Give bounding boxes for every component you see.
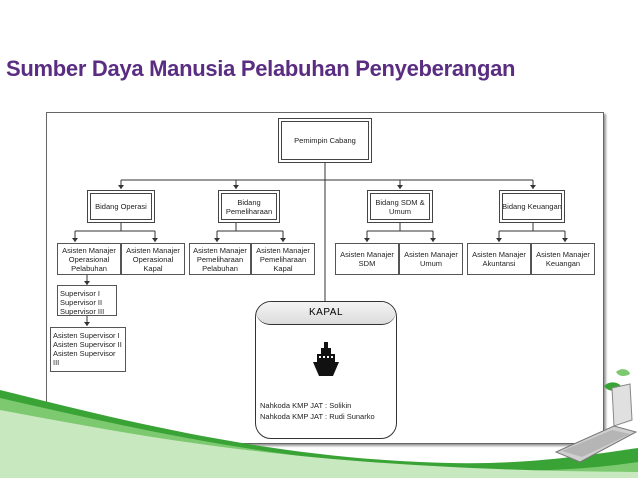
division-sdm-umum: Bidang SDM & Umum [367,190,433,223]
division-operasi: Bidang Operasi [87,190,155,223]
manager-pem-kapal: Asisten Manajer Pemeliharaan Kapal [251,243,315,275]
supervisor-box: Supervisor I Supervisor II Supervisor II… [57,285,117,316]
manager-pem-pelabuhan: Asisten Manajer Pemeliharaan Pelabuhan [189,243,251,275]
ship-icon [313,342,339,376]
manager-akuntansi: Asisten Manajer Akuntansi [467,243,531,275]
root-node: Pemimpin Cabang [278,118,372,163]
laptop-icon [554,383,638,463]
manager-umum: Asisten Manajer Umum [399,243,463,275]
kapal-title: KAPAL [256,302,396,325]
org-chart: Pemimpin Cabang Bidang Operasi Bidang Pe… [46,112,604,444]
kapal-panel: KAPAL Nahkoda KMP JAT : Solikin Nahkoda … [255,301,397,439]
nahkoda-1: Nahkoda KMP JAT : Solikin [260,401,352,410]
nahkoda-2: Nahkoda KMP JAT : Rudi Sunarko [260,412,375,421]
division-pemeliharaan: Bidang Pemeliharaan [218,190,280,223]
manager-keuangan: Asisten Manajer Keuangan [531,243,595,275]
division-keuangan: Bidang Keuangan [499,190,565,223]
connector-lines [72,163,568,326]
manager-ops-kapal: Asisten Manajer Operasional Kapal [121,243,185,275]
manager-ops-pelabuhan: Asisten Manajer Operasional Pelabuhan [57,243,121,275]
assistant-supervisor-box: Asisten Supervisor I Asisten Supervisor … [50,327,126,372]
slide-title: Sumber Daya Manusia Pelabuhan Penyeberan… [6,56,516,81]
manager-sdm: Asisten Manajer SDM [335,243,399,275]
